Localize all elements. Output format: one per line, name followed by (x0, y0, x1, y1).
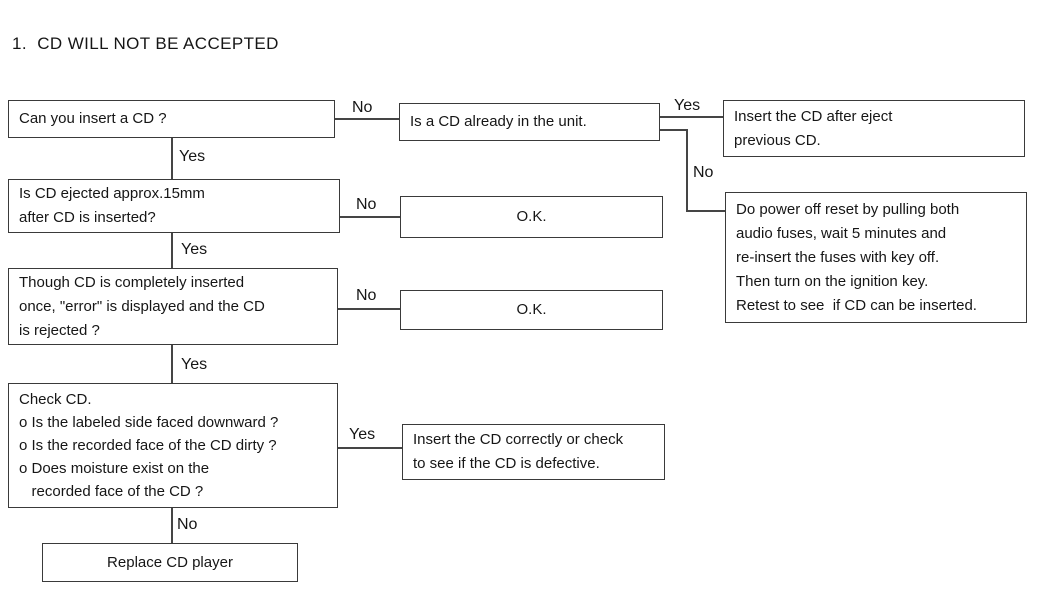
node-can-insert-cd-text: Can you insert a CD ? (19, 110, 167, 127)
edge-label-yes: Yes (674, 97, 701, 114)
connector-q1-no (335, 118, 399, 120)
node-cd-already-in-unit: Is a CD already in the unit. (399, 103, 660, 141)
page-title: 1. CD WILL NOT BE ACCEPTED (12, 34, 279, 53)
edge-label-no: No (356, 196, 377, 213)
node-check-cd: Check CD. o Is the labeled side faced do… (8, 383, 338, 508)
node-ok-2-text: O.K. (516, 301, 547, 318)
edge-label-no: No (352, 99, 373, 116)
connector-q4-yes (171, 345, 173, 383)
node-ok-1: O.K. (400, 196, 663, 238)
connector-q5-no (171, 508, 173, 543)
connector-q2-no-h2 (686, 210, 725, 212)
node-cd-already-in-unit-text: Is a CD already in the unit. (410, 113, 587, 130)
node-insert-after-eject-text: Insert the CD after eject previous CD. (734, 107, 893, 149)
node-replace-cd-player: Replace CD player (42, 543, 298, 582)
connector-q5-yes (338, 447, 402, 449)
edge-label-yes: Yes (179, 148, 206, 165)
node-insert-correctly: Insert the CD correctly or check to see … (402, 424, 665, 480)
edge-label-yes: Yes (181, 241, 208, 258)
edge-label-no: No (693, 164, 714, 181)
node-insert-correctly-text: Insert the CD correctly or check to see … (413, 431, 624, 472)
connector-q2-no-v (686, 129, 688, 212)
edge-label-yes: Yes (181, 356, 208, 373)
connector-q2-yes (660, 116, 723, 118)
connector-q3-no (340, 216, 400, 218)
edge-label-no: No (356, 287, 377, 304)
node-can-insert-cd: Can you insert a CD ? (8, 100, 335, 138)
edge-label-yes: Yes (349, 426, 376, 443)
edge-label-no: No (177, 516, 198, 533)
node-insert-after-eject: Insert the CD after eject previous CD. (723, 100, 1025, 157)
node-cd-ejected-15mm-text: Is CD ejected approx.15mm after CD is in… (19, 185, 205, 226)
node-ok-1-text: O.K. (516, 208, 547, 225)
connector-q4-no (338, 308, 400, 310)
connector-q1-yes (171, 138, 173, 179)
node-ok-2: O.K. (400, 290, 663, 330)
node-error-displayed-text: Though CD is completely inserted once, "… (19, 273, 265, 339)
connector-q2-no-h1 (660, 129, 688, 131)
node-check-cd-text: Check CD. o Is the labeled side faced do… (19, 391, 279, 500)
node-error-displayed: Though CD is completely inserted once, "… (8, 268, 338, 345)
node-replace-cd-player-text: Replace CD player (107, 553, 233, 571)
node-power-off-reset-text: Do power off reset by pulling both audio… (736, 200, 977, 314)
node-power-off-reset: Do power off reset by pulling both audio… (725, 192, 1027, 323)
connector-q3-yes (171, 233, 173, 268)
node-cd-ejected-15mm: Is CD ejected approx.15mm after CD is in… (8, 179, 340, 233)
